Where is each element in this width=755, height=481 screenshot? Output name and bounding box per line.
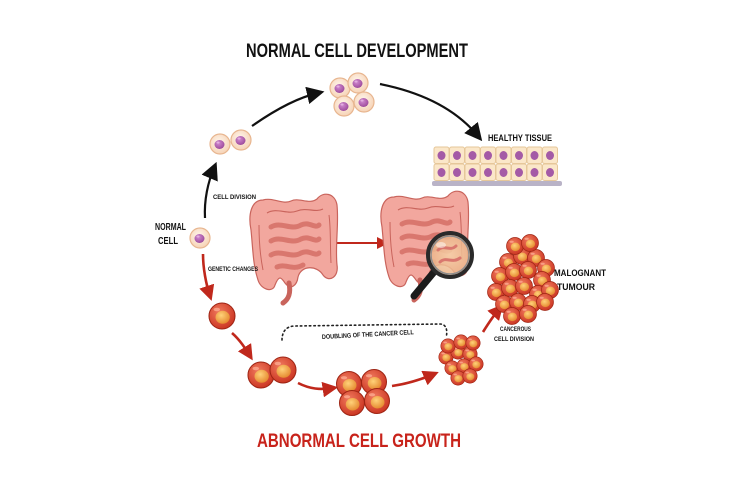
tissue-cell	[511, 163, 527, 181]
arrow-to-two-cancer	[231, 332, 253, 361]
arrow-to-four-cancer	[297, 381, 339, 398]
tissue-cell	[464, 146, 481, 164]
malignant-label-2: TUMOUR	[557, 282, 595, 293]
tumour-cell	[503, 307, 521, 325]
cancerous-label-2: CELL DIVISION	[494, 336, 534, 343]
tissue-cell	[480, 146, 496, 164]
tumour-cell	[506, 237, 524, 255]
tissue-cell	[511, 146, 527, 164]
arrow-to-cluster	[251, 86, 325, 127]
tumour-cell	[536, 293, 554, 311]
genetic-changes-label: GENETIC CHANGES	[208, 266, 259, 273]
malignant-label-1: MALOGNANT	[554, 268, 606, 279]
arrow-to-tumour	[481, 304, 504, 333]
tissue-cell	[449, 163, 465, 181]
tissue-cell	[495, 146, 512, 164]
abnormal-title: ABNORMAL CELL GROWTH	[257, 431, 461, 452]
tissue-cell	[464, 163, 481, 181]
normal-cell-icon	[189, 227, 211, 249]
tissue-cell	[542, 163, 558, 181]
arrow-to-cluster-cancer	[391, 370, 439, 388]
doubling-label: DOUBLING OF THE CANCER CELL	[322, 329, 414, 341]
healthy-tissue-label: HEALTHY TISSUE	[488, 133, 552, 144]
normal-cell-label-1: NORMAL	[155, 222, 186, 233]
tumour-cell	[519, 261, 537, 279]
cancer-cell	[462, 368, 478, 384]
intestine-icon	[250, 194, 338, 303]
doubling-dotted-line	[281, 323, 448, 341]
tissue-cell	[495, 163, 512, 181]
two-cancer-cells	[247, 356, 297, 389]
tumour-cell	[519, 305, 537, 323]
cancer-cell	[440, 338, 456, 354]
arrow-to-tissue	[379, 82, 483, 142]
arrow-genetic-changes	[199, 253, 215, 301]
tissue-cell	[526, 163, 543, 181]
tumour-cell	[521, 234, 539, 252]
tissue-cell	[449, 146, 465, 164]
page-title: NORMAL CELL DEVELOPMENT	[246, 41, 468, 62]
dividing-normal-cells	[209, 129, 252, 155]
arrow-cell-division	[201, 161, 218, 219]
normal-cell-cluster	[329, 72, 375, 117]
tissue-cell	[433, 146, 450, 164]
normal-cell-label-2: CELL	[158, 236, 178, 247]
four-cancer-cells	[335, 368, 391, 417]
tissue-cell	[480, 163, 496, 181]
cancerous-label-1: CANCEROUS	[500, 326, 531, 333]
tissue-cell	[542, 146, 558, 164]
cancer-cell	[465, 335, 481, 351]
tissue-icon	[432, 146, 562, 186]
tissue-cell	[433, 163, 450, 181]
tissue-cell	[526, 146, 543, 164]
magnifier-icon	[410, 231, 474, 300]
cancer-cell-division-cluster	[438, 334, 484, 386]
cancer-cell-icon	[208, 302, 236, 330]
cell-division-label: CELL DIVISION	[213, 194, 256, 201]
